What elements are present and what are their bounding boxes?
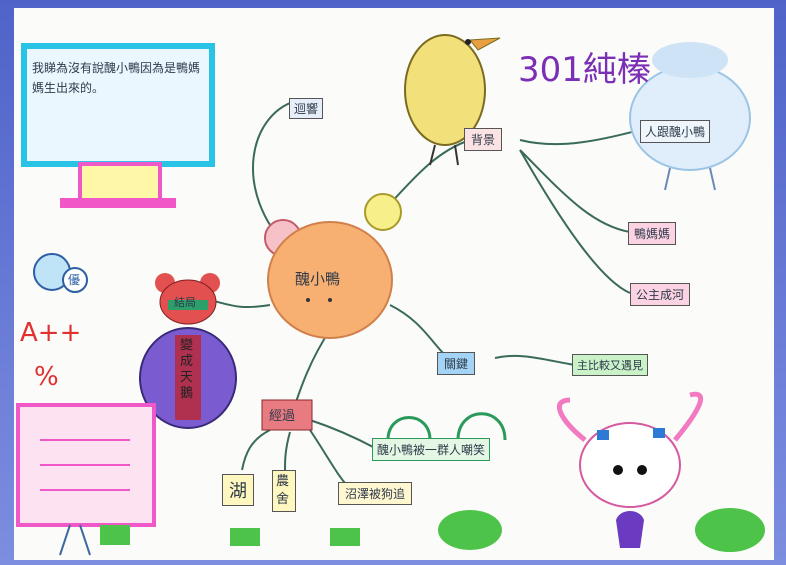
yellow-bird-drawing bbox=[404, 34, 501, 166]
background-item-2: 鴨媽媽 bbox=[628, 222, 677, 245]
mark-sticker-text: % bbox=[34, 362, 59, 392]
line-conflict-3 bbox=[284, 431, 291, 471]
blue-duck-drawing bbox=[629, 42, 751, 191]
result-shape-drawing bbox=[139, 273, 237, 429]
line-to-conflict bbox=[294, 329, 331, 406]
joy-node: 關鍵 bbox=[437, 352, 476, 375]
conflict-item-2: 沼澤被狗追 bbox=[338, 482, 413, 505]
badge-sticker-text: 優 bbox=[68, 273, 81, 287]
line-to-result bbox=[209, 299, 271, 309]
page-title: 301純榛 bbox=[518, 50, 651, 90]
background-item-1: 人跟醜小鴨 bbox=[640, 120, 711, 143]
grade-sticker-text: A++ bbox=[20, 318, 82, 348]
conflict-item-4: 湖 bbox=[222, 474, 254, 506]
line-joy-1 bbox=[494, 354, 576, 366]
pink-board-drawing bbox=[16, 403, 156, 556]
line-bg-2 bbox=[519, 149, 631, 233]
conflict-node: 經過 bbox=[269, 409, 296, 424]
result-node: 結局 bbox=[174, 296, 196, 309]
joy-item: 主比較又遇見 bbox=[572, 354, 648, 376]
line-conflict-2 bbox=[309, 429, 351, 489]
conflict-item-3: 農舍 bbox=[272, 470, 296, 512]
center-bear-drawing bbox=[264, 193, 402, 339]
grass-drawing bbox=[100, 508, 765, 552]
question-node: 迴響 bbox=[289, 98, 324, 119]
conflict-drawing bbox=[261, 399, 507, 441]
rabbit-girl-drawing bbox=[556, 391, 704, 548]
conflict-item-1: 醜小鴨被一群人嘲笑 bbox=[372, 438, 491, 461]
center-node: 醜小鴨 bbox=[295, 270, 341, 288]
sticker-badge-drawing bbox=[33, 253, 88, 293]
line-conflict-4 bbox=[241, 429, 271, 471]
line-bg-3 bbox=[519, 149, 631, 294]
background-item-3: 公主成河 bbox=[630, 283, 691, 306]
line-to-joy bbox=[389, 304, 446, 356]
line-bg-1 bbox=[519, 129, 641, 146]
line-conflict-1 bbox=[309, 419, 376, 449]
tv-note-text: 我睇為沒有說醜小鴨因為是鴨媽媽生出來的。 bbox=[32, 61, 201, 95]
tv-screen-drawing bbox=[21, 43, 215, 208]
bird-outcome-text: 變成天鵝 bbox=[180, 338, 194, 401]
background-node: 背景 bbox=[464, 128, 503, 151]
